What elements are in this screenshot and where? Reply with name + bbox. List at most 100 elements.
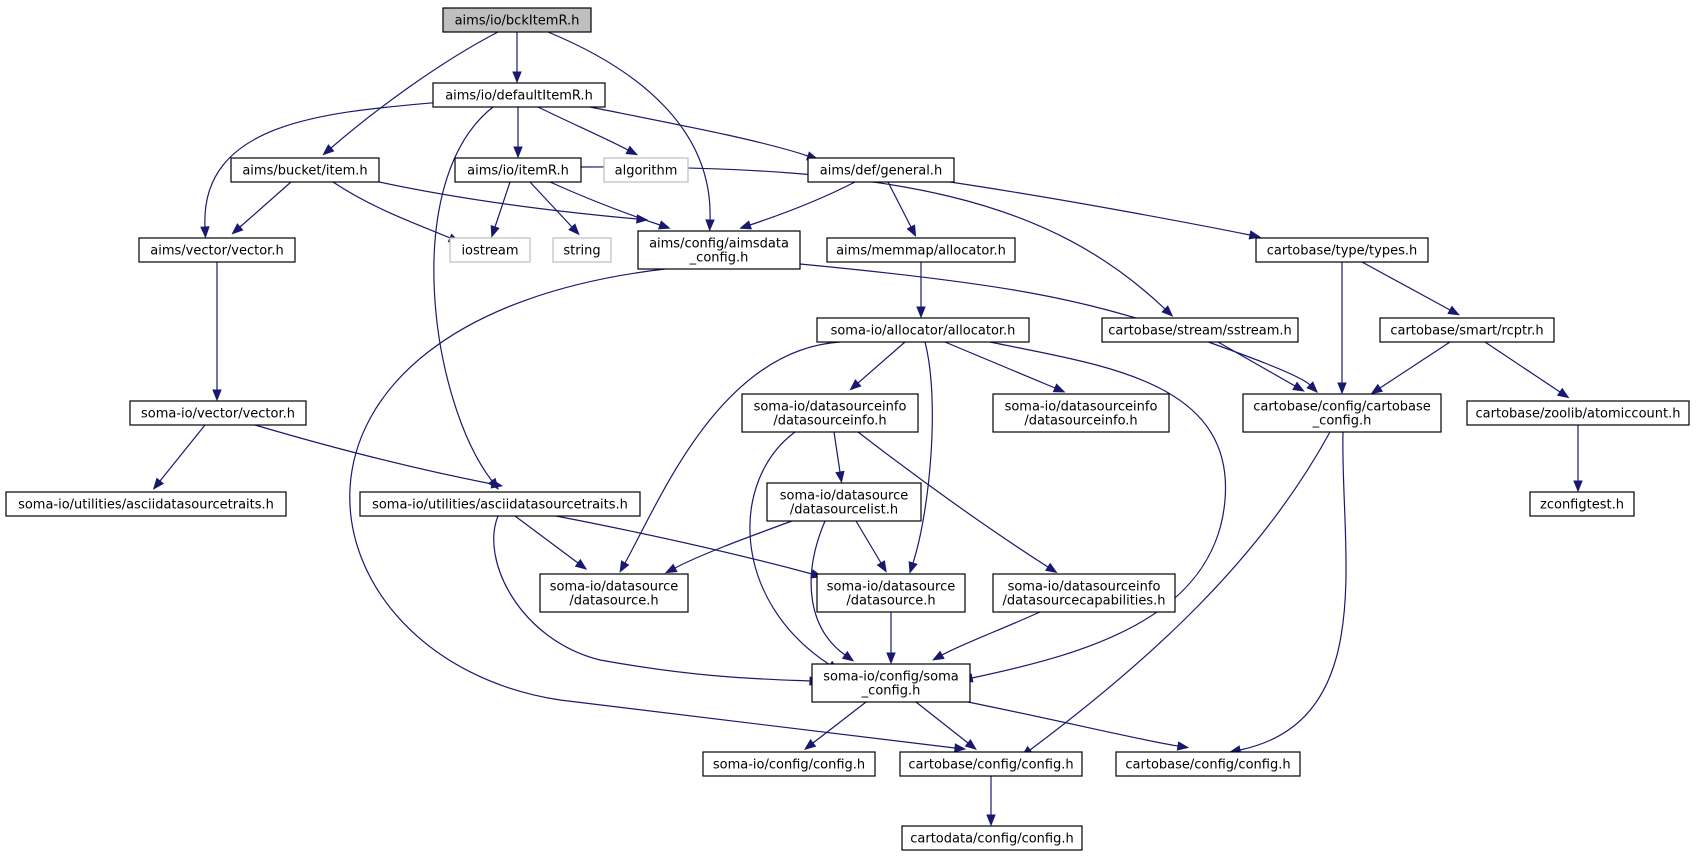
node-cartoConfig2[interactable]: cartobase/config/config.h [1115, 751, 1301, 777]
node-label: soma-io/datasource [780, 489, 908, 504]
edge-arrowhead [231, 223, 244, 235]
edge-arrowhead [986, 814, 996, 827]
node-box [1115, 751, 1301, 777]
edge-arrowhead [1176, 741, 1190, 751]
edge-arrowhead [1447, 305, 1460, 316]
edge-line [555, 515, 813, 575]
edge-somaConfig-to-cartoConfig1 [915, 701, 977, 751]
node-cartoConfig1[interactable]: cartobase/config/config.h [899, 751, 1083, 777]
node-somaConfig[interactable]: soma-io/config/soma_config.h [811, 663, 971, 703]
edge-somaAlloc-to-somaConfig [960, 341, 1227, 683]
edge-arrowhead [1052, 383, 1066, 393]
edge-general-to-aimsdataConfig [739, 181, 856, 230]
edge-arrowhead [152, 477, 165, 490]
node-label: aims/config/aimsdata [649, 237, 789, 252]
edge-somaAlloc-to-dsinfo1 [849, 341, 906, 391]
node-label: soma-io/datasourceinfo [754, 400, 907, 415]
node-zconfig[interactable]: zconfigtest.h [1529, 491, 1635, 517]
node-string[interactable]: string [552, 237, 612, 263]
node-box [1466, 400, 1690, 426]
edge-somaAlloc-to-ds2 [908, 341, 933, 574]
edge-arrowhead [954, 743, 967, 753]
edge-line [833, 431, 841, 473]
edge-sstream-to-cartoConfigCarto [1217, 341, 1305, 392]
edge-line [812, 701, 867, 744]
node-cartodataConfig[interactable]: cartodata/config/config.h [901, 825, 1083, 851]
node-ds2[interactable]: soma-io/datasource/datasource.h [816, 573, 966, 613]
node-box [1255, 237, 1429, 263]
node-ds1[interactable]: soma-io/datasource/datasource.h [539, 573, 689, 613]
node-memmapAlloc[interactable]: aims/memmap/allocator.h [826, 237, 1016, 263]
node-label: aims/io/bckItemR.h [455, 14, 580, 29]
node-defaultItemR[interactable]: aims/io/defaultItemR.h [432, 82, 606, 108]
node-box [901, 825, 1083, 851]
node-aimsdataConfig[interactable]: aims/config/aimsdata_config.h [637, 230, 801, 270]
edge-defaultItemR-to-aimsVector [200, 101, 443, 239]
node-adtraits2[interactable]: soma-io/utilities/asciidatasourcetraits.… [359, 491, 641, 517]
edge-general-to-types [949, 181, 1262, 240]
edge-arrowhead [1306, 381, 1319, 394]
node-sstream[interactable]: cartobase/stream/sstream.h [1101, 317, 1299, 343]
node-label: zconfigtest.h [1540, 498, 1624, 513]
edge-line [915, 701, 969, 744]
edge-line [810, 520, 846, 656]
node-label: aims/io/itemR.h [467, 164, 569, 179]
node-label: iostream [461, 244, 518, 259]
node-label: aims/vector/vector.h [150, 244, 283, 259]
node-dsinfo1[interactable]: soma-io/datasourceinfo/datasourceinfo.h [741, 393, 919, 433]
node-box [432, 82, 606, 108]
node-somaAlloc[interactable]: soma-io/allocator/allocator.h [816, 317, 1030, 343]
node-bucketItem[interactable]: aims/bucket/item.h [230, 157, 380, 183]
node-itemR[interactable]: aims/io/itemR.h [454, 157, 582, 183]
node-bckItemR[interactable]: aims/io/bckItemR.h [442, 7, 592, 33]
edge-itemR-to-iostream [490, 181, 511, 238]
edge-line [589, 106, 809, 157]
node-label: /datasourcecapabilities.h [1002, 594, 1165, 609]
edge-arrowhead [1292, 381, 1305, 392]
node-box [539, 573, 689, 613]
edge-arrowhead [1045, 562, 1058, 574]
node-label: algorithm [615, 164, 678, 179]
node-iostream[interactable]: iostream [449, 237, 531, 263]
node-label: soma-io/datasource [550, 580, 678, 595]
edge-line [159, 424, 206, 482]
edge-arrowhead [835, 470, 845, 484]
node-dslist[interactable]: soma-io/datasource/datasourcelist.h [766, 482, 922, 522]
edge-line [855, 520, 882, 564]
edge-somaAlloc-to-dsinfo2 [944, 341, 1066, 393]
node-algorithm[interactable]: algorithm [603, 157, 689, 183]
node-box [129, 400, 307, 426]
edge-itemR-to-aimsdataConfig [549, 181, 671, 230]
edge-line [749, 181, 856, 226]
node-general[interactable]: aims/def/general.h [807, 157, 955, 183]
node-cartoConfigCarto[interactable]: cartobase/config/cartobase_config.h [1242, 393, 1442, 433]
node-atomic[interactable]: cartobase/zoolib/atomiccount.h [1466, 400, 1690, 426]
edge-arrowhead [964, 738, 977, 751]
edge-dsinfo1-to-dslist [833, 431, 845, 484]
node-dsinfo2[interactable]: soma-io/datasourceinfo/datasourceinfo.h [992, 393, 1170, 433]
edge-line [254, 424, 493, 485]
node-label: soma-io/config/soma [823, 670, 959, 685]
edge-ds2-to-somaConfig [886, 612, 896, 665]
edge-defaultItemR-to-general [589, 106, 819, 161]
node-aimsVector[interactable]: aims/vector/vector.h [138, 237, 296, 263]
node-adtraits1[interactable]: soma-io/utilities/asciidatasourcetraits.… [5, 491, 287, 517]
node-label: /datasourceinfo.h [1024, 414, 1137, 429]
edge-somaConfig-to-somaConfigH [804, 701, 867, 750]
node-somaConfigH[interactable]: soma-io/config/config.h [702, 751, 876, 777]
node-label: aims/memmap/allocator.h [836, 244, 1006, 259]
node-box [1379, 317, 1555, 343]
edge-arrowhead [886, 652, 896, 665]
node-label: soma-io/vector/vector.h [141, 407, 295, 422]
edge-somaVector-to-adtraits2 [254, 424, 504, 489]
node-types[interactable]: cartobase/type/types.h [1255, 237, 1429, 263]
node-somaVector[interactable]: soma-io/vector/vector.h [129, 400, 307, 426]
edge-line [547, 31, 711, 221]
edge-cartoConfigCarto-to-cartoConfig2 [1228, 431, 1347, 755]
node-box [454, 157, 582, 183]
node-box [899, 751, 1083, 777]
node-dscap[interactable]: soma-io/datasourceinfo/datasourcecapabil… [992, 573, 1176, 613]
node-rcptr[interactable]: cartobase/smart/rcptr.h [1379, 317, 1555, 343]
edge-line [1361, 261, 1451, 311]
